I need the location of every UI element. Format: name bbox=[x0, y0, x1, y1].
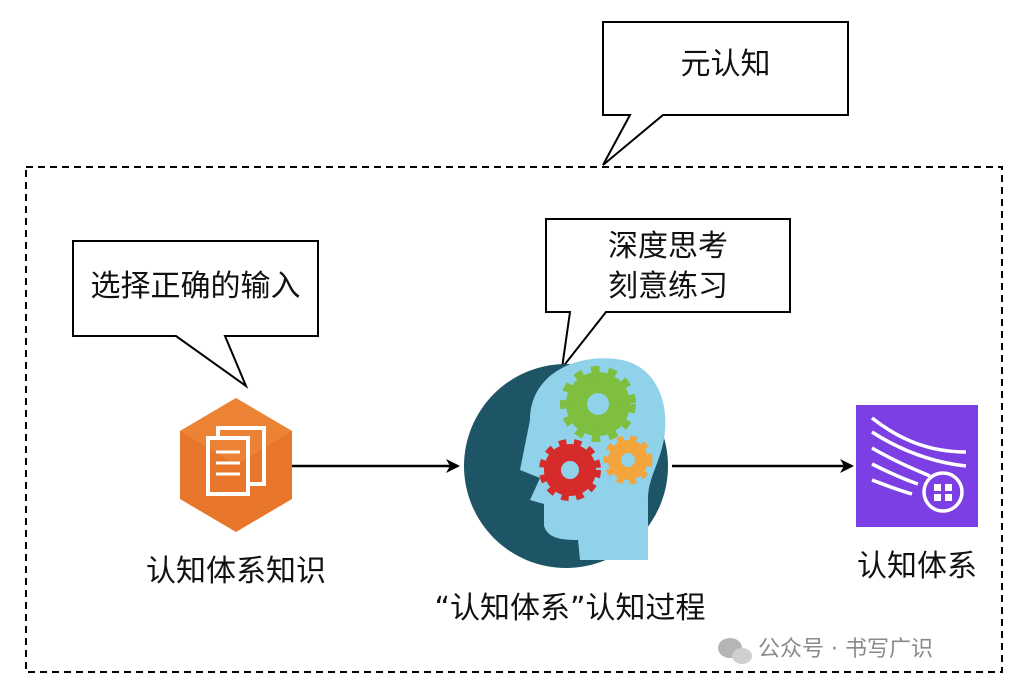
flow-lines-icon bbox=[856, 405, 978, 527]
callout-meta bbox=[602, 21, 849, 166]
document-icon bbox=[180, 398, 292, 532]
meta-cognition-frame bbox=[25, 166, 1003, 673]
callout-process bbox=[545, 218, 791, 372]
callout-select-input bbox=[72, 240, 319, 389]
callout-select-input-text: 选择正确的输入 bbox=[90, 269, 301, 304]
watermark-text: 公众号 · 书写广识 bbox=[758, 637, 933, 662]
node-knowledge-label: 认知体系知识 bbox=[146, 554, 326, 589]
callout-meta-text: 元认知 bbox=[680, 47, 771, 82]
head-gears-icon bbox=[464, 358, 668, 568]
callout-process-text-line1: 深度思考 bbox=[608, 229, 728, 264]
node-process-label: “认知体系”认知过程 bbox=[434, 591, 706, 626]
node-system-label: 认知体系 bbox=[857, 549, 977, 584]
callout-process-text-line2: 刻意练习 bbox=[608, 269, 728, 304]
wechat-icon bbox=[718, 638, 752, 664]
